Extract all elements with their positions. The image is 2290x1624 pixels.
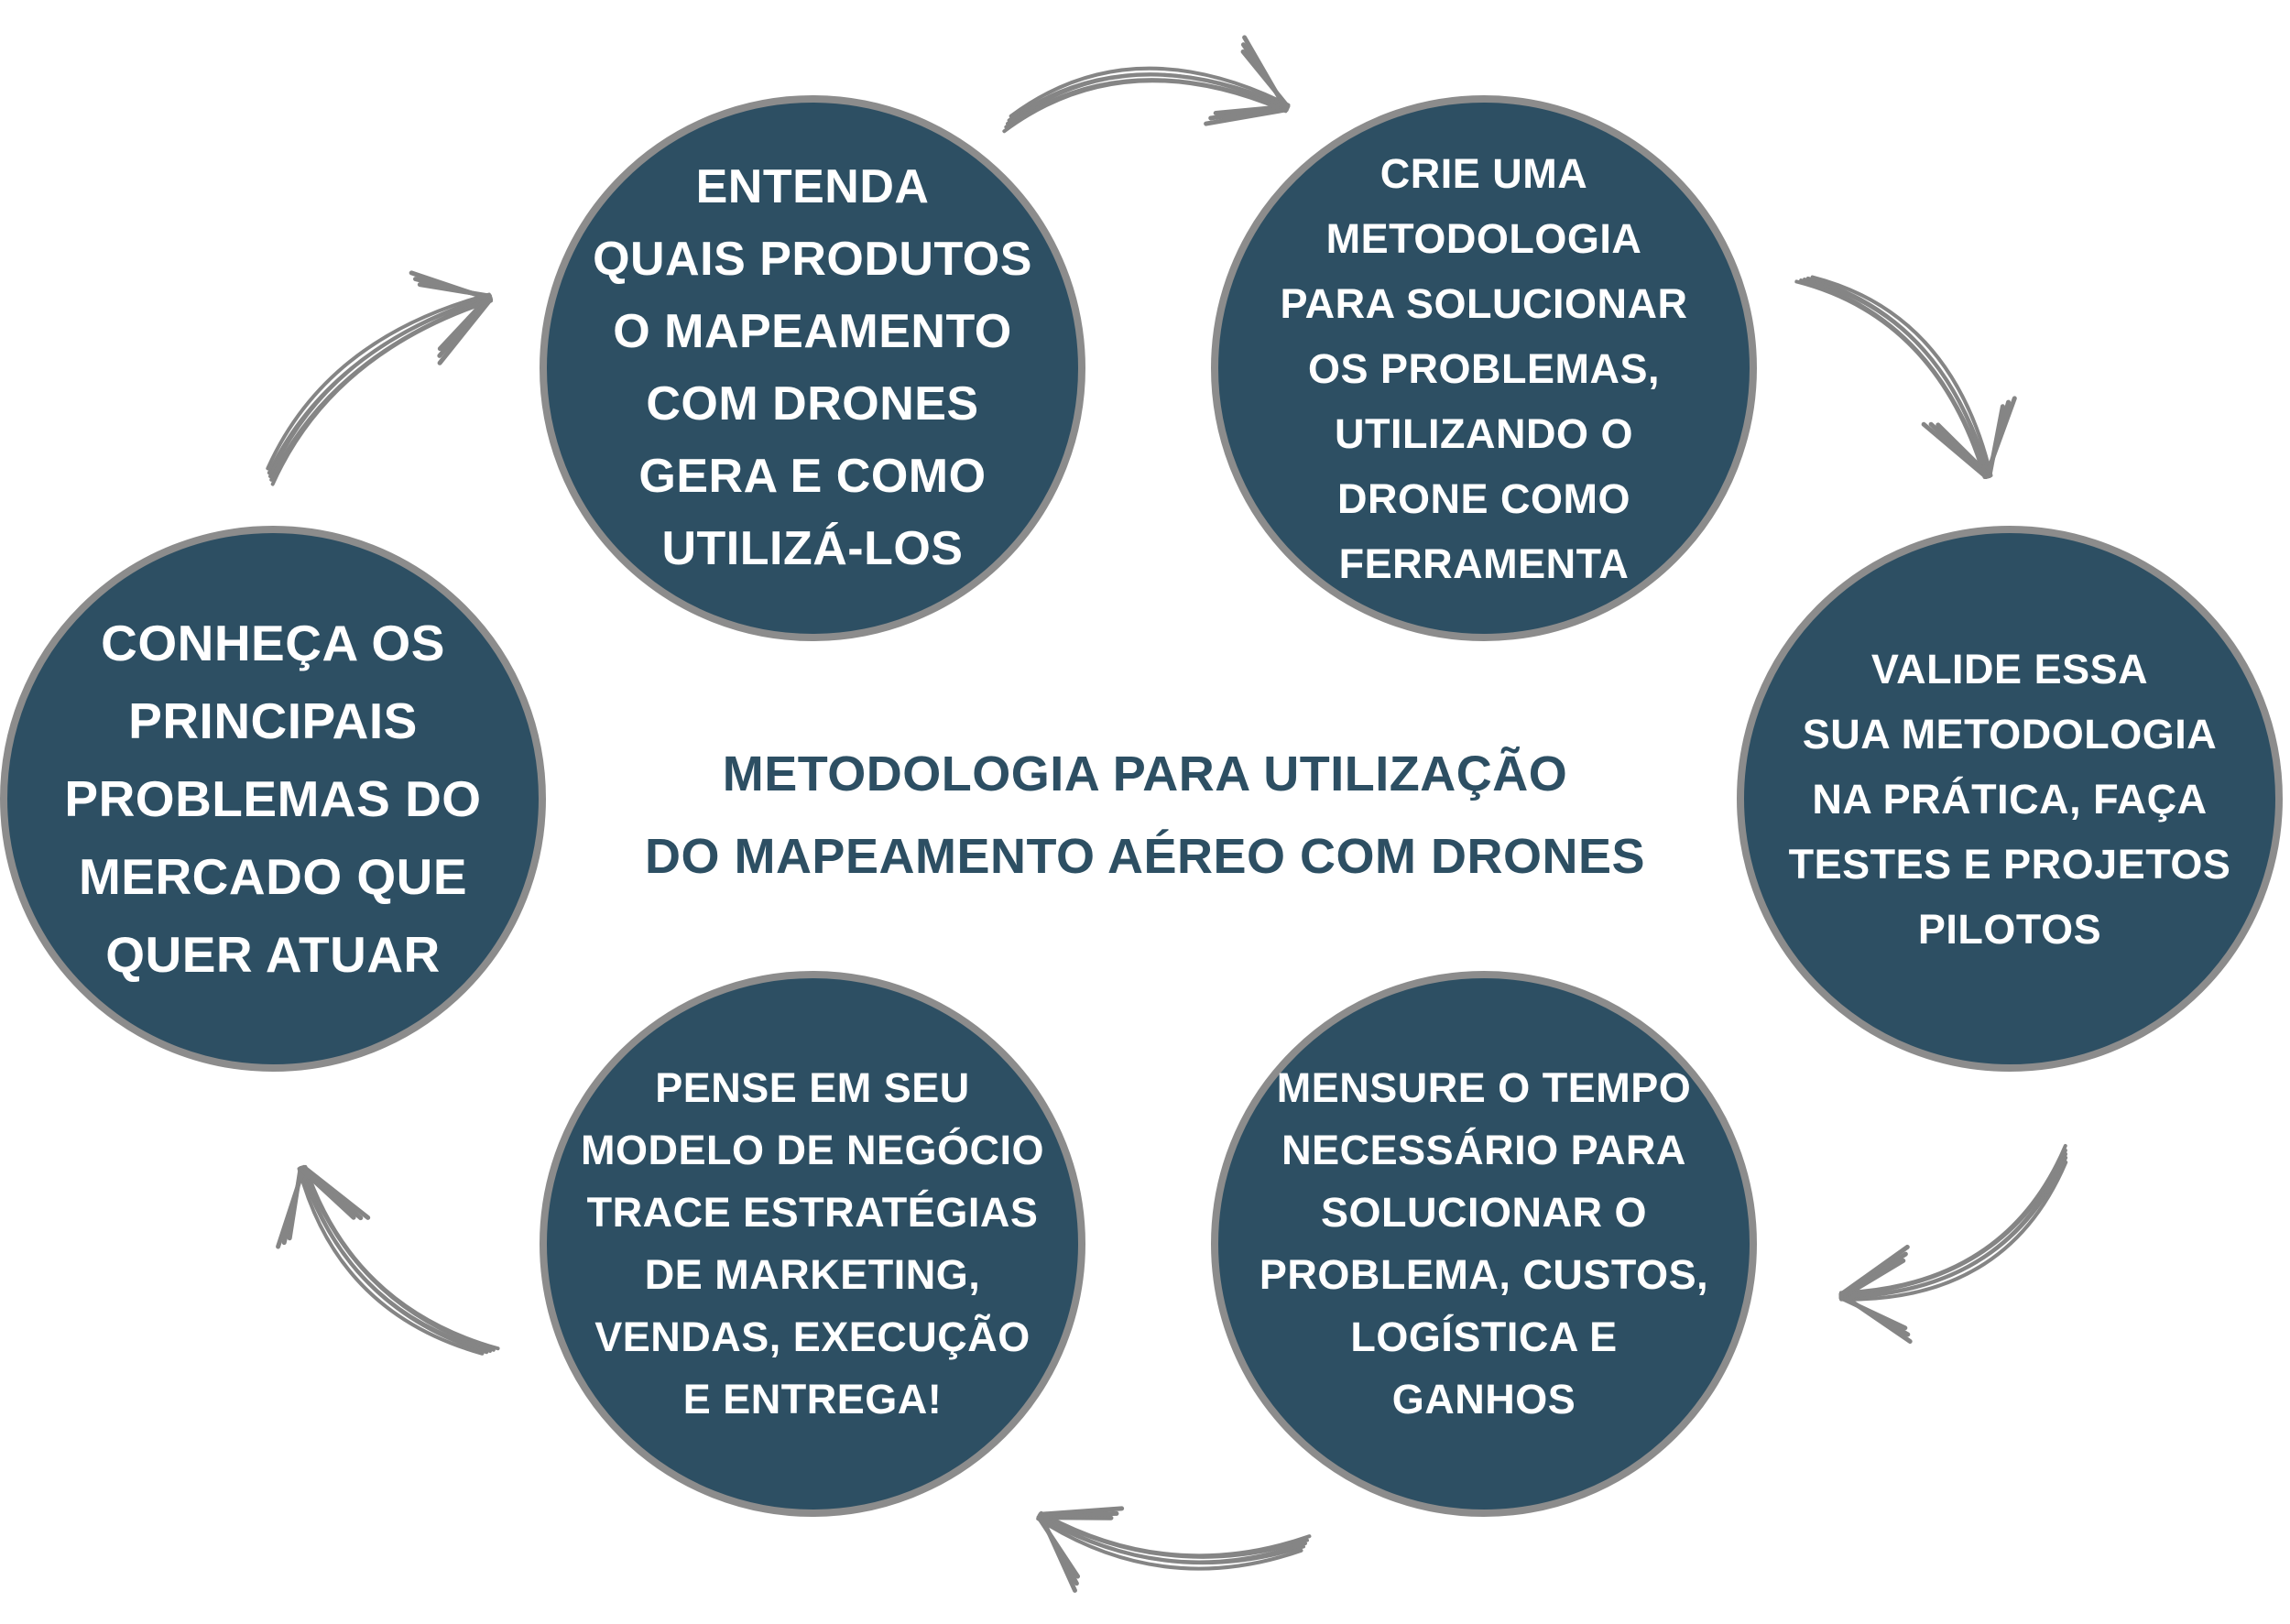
curved-arrow-icon [1794, 275, 2017, 480]
step-6-circle: PENSE EM SEU MODELO DE NEGÓCIO TRACE EST… [540, 971, 1085, 1517]
step-1-text: CONHEÇA OS PRINCIPAIS PROBLEMAS DO MERCA… [64, 614, 482, 983]
arrow-step3-to-step4 [1794, 275, 2017, 480]
diagram-title: METODOLOGIA PARA UTILIZAÇÃO DO MAPEAMENT… [644, 747, 1646, 884]
step-6-text: PENSE EM SEU MODELO DE NEGÓCIO TRACE EST… [580, 1064, 1045, 1422]
arrow-step4-to-step5 [1838, 1144, 2068, 1344]
step-3-text: CRIE UMA METODOLOGIA PARA SOLUCIONAR OS … [1280, 149, 1688, 587]
arrow-group [266, 35, 2068, 1593]
step-4-text: VALIDE ESSA SUA METODOLOGIA NA PRÁTICA, … [1788, 645, 2231, 953]
step-3-circle: CRIE UMA METODOLOGIA PARA SOLUCIONAR OS … [1211, 95, 1757, 641]
step-5-text: MENSURE O TEMPO NECESSÁRIO PARA SOLUCION… [1259, 1064, 1709, 1422]
arrow-step6-to-step1 [276, 1164, 500, 1356]
curved-arrow-icon [1838, 1144, 2068, 1344]
step-2-text: ENTENDA QUAIS PRODUTOS O MAPEAMENTO COM … [593, 160, 1032, 575]
curved-arrow-icon [266, 270, 494, 486]
arrow-step1-to-step2 [266, 270, 494, 486]
arrow-step2-to-step3 [1002, 35, 1291, 134]
step-5-circle: MENSURE O TEMPO NECESSÁRIO PARA SOLUCION… [1211, 971, 1757, 1517]
arrow-step5-to-step6 [1036, 1506, 1312, 1593]
curved-arrow-icon [1036, 1506, 1312, 1593]
curved-arrow-icon [276, 1164, 500, 1356]
step-4-circle: VALIDE ESSA SUA METODOLOGIA NA PRÁTICA, … [1737, 526, 2283, 1072]
step-1-circle: CONHEÇA OS PRINCIPAIS PROBLEMAS DO MERCA… [0, 526, 546, 1072]
step-2-circle: ENTENDA QUAIS PRODUTOS O MAPEAMENTO COM … [540, 95, 1085, 641]
curved-arrow-icon [1002, 35, 1291, 134]
